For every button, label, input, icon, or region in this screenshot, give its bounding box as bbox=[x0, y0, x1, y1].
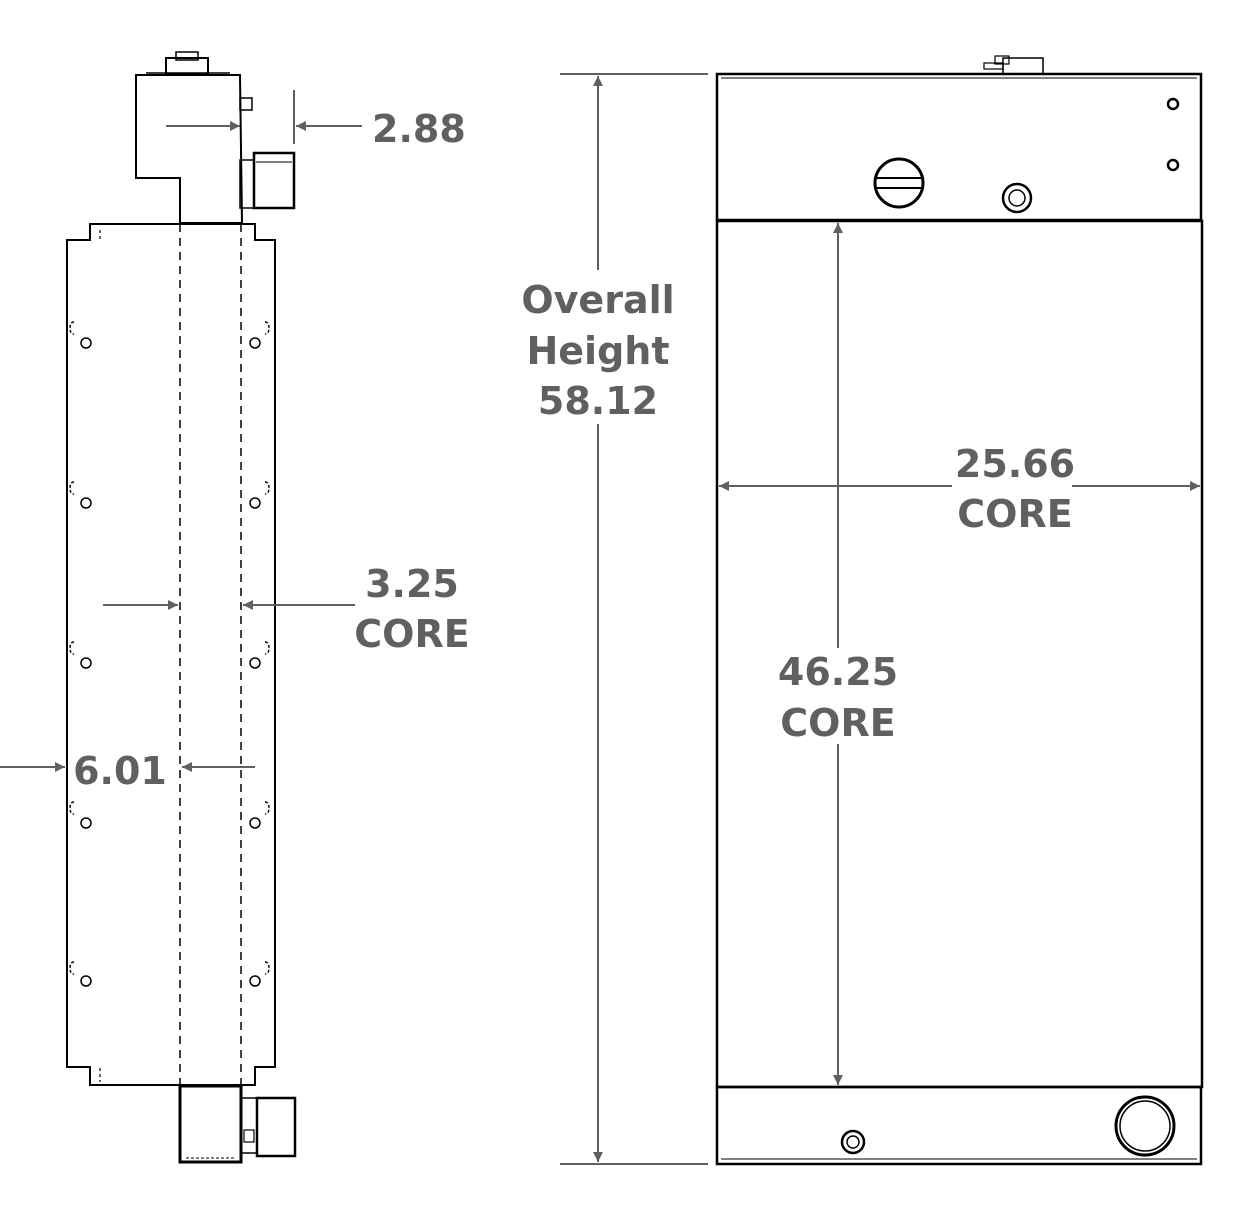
front-view-dimensions bbox=[560, 73, 1200, 1165]
outlet-port-icon bbox=[1114, 1095, 1176, 1157]
front-bottom-tank bbox=[715, 1085, 1203, 1166]
core-width-value: 25.66 bbox=[955, 442, 1075, 486]
top-port-icon bbox=[1001, 182, 1033, 214]
drain-port-icon bbox=[840, 1129, 866, 1155]
filler-cap-icon bbox=[873, 157, 925, 209]
mount-hole-icon bbox=[1166, 97, 1180, 111]
dim-overall-depth-label: 6.01 bbox=[73, 749, 167, 793]
side-view bbox=[66, 51, 297, 1164]
side-mount-bolts-right bbox=[249, 321, 270, 987]
core-width-unit-label: CORE bbox=[957, 492, 1072, 536]
front-view bbox=[715, 55, 1204, 1166]
dim-core-depth-label: 3.25 bbox=[365, 562, 459, 606]
front-top-tank bbox=[715, 55, 1203, 222]
core-height-value: 46.25 bbox=[778, 650, 898, 694]
side-core bbox=[66, 223, 276, 1086]
overall-height-label-line2: Height bbox=[526, 329, 669, 373]
mount-hole-icon bbox=[1166, 158, 1180, 172]
side-mount-bolts-left bbox=[69, 321, 92, 987]
overall-height-label-line1: Overall bbox=[521, 278, 674, 322]
side-view-dimensions bbox=[0, 90, 362, 772]
dim-core-depth-unit-label: CORE bbox=[354, 612, 469, 656]
side-bottom-tank bbox=[178, 1084, 297, 1164]
dim-top-offset-label: 2.88 bbox=[372, 107, 466, 151]
core-height-unit-label: CORE bbox=[780, 701, 895, 745]
overall-height-value: 58.12 bbox=[538, 379, 658, 423]
side-top-tank bbox=[135, 51, 296, 224]
